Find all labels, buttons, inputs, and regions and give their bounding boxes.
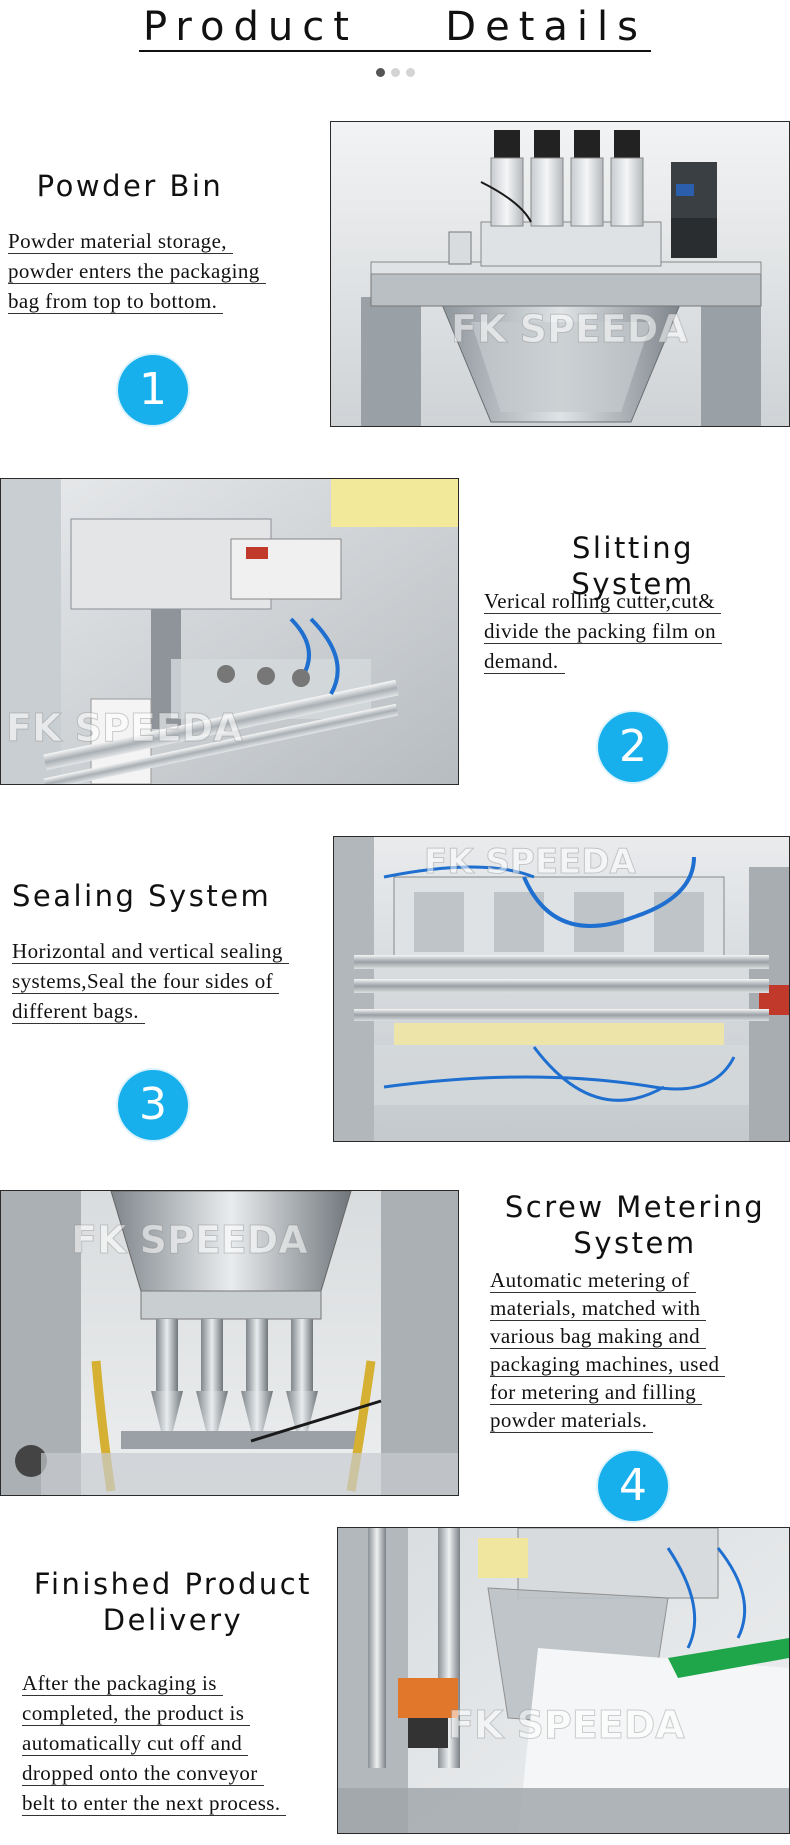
svg-text:FK SPEEDA: FK SPEEDA: [451, 307, 688, 351]
step-badge-2: 2: [598, 712, 668, 782]
carousel-dots: [0, 68, 790, 77]
carousel-dot-2[interactable]: [390, 68, 400, 77]
carousel-dot-1[interactable]: [375, 68, 385, 77]
step-badge-4: 4: [598, 1451, 668, 1521]
page-title-text: Product Details: [139, 7, 651, 52]
svg-text:FK SPEEDA: FK SPEEDA: [6, 706, 243, 750]
section-4-heading: Screw Metering System: [504, 1190, 766, 1260]
powder-bin-photo: FK SPEEDA: [330, 121, 790, 427]
section-5-description: After the packaging is completed, the pr…: [22, 1668, 342, 1818]
svg-text:FK SPEEDA: FK SPEEDA: [448, 1703, 685, 1747]
step-badge-3: 3: [118, 1070, 188, 1140]
svg-text:FK SPEEDA: FK SPEEDA: [424, 842, 636, 882]
slitting-system-photo: FK SPEEDA: [0, 478, 459, 785]
section-1-heading: Powder Bin: [36, 169, 224, 203]
carousel-dot-3[interactable]: [405, 68, 415, 77]
sealing-system-photo: FK SPEEDA: [333, 836, 790, 1142]
section-2-description: Verical rolling cutter,cut& divide the p…: [484, 586, 784, 676]
section-5-heading: Finished Product Delivery: [33, 1567, 313, 1637]
section-4-description: Automatic metering of materials, matched…: [490, 1266, 788, 1434]
page-title: Product Details: [0, 4, 790, 52]
section-3-heading: Sealing System: [12, 879, 272, 913]
section-1-description: Powder material storage, powder enters t…: [8, 226, 328, 316]
finished-product-photo: FK SPEEDA: [337, 1527, 790, 1834]
step-badge-1: 1: [118, 355, 188, 425]
svg-text:FK SPEEDA: FK SPEEDA: [71, 1218, 308, 1262]
section-2-heading: Slitting System: [571, 531, 695, 601]
section-3-description: Horizontal and vertical sealing systems,…: [12, 936, 332, 1026]
screw-metering-photo: FK SPEEDA: [0, 1190, 459, 1496]
